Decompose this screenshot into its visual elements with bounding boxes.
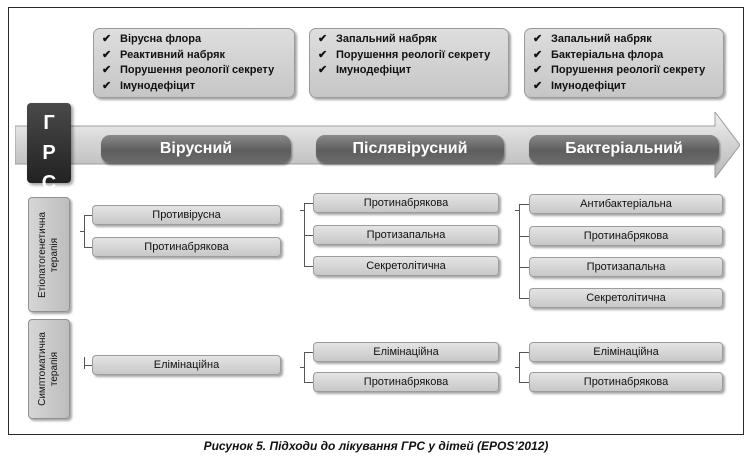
factor-item: ✔Запальний набряк	[533, 32, 723, 48]
therapy-antiedema: Протинабрякова	[529, 372, 723, 392]
check-icon: ✔	[533, 64, 543, 76]
therapy-elimination: Елімінаційна	[529, 342, 723, 362]
therapy-antiedema: Протинабрякова	[529, 226, 723, 246]
bracket	[304, 352, 313, 353]
check-icon: ✔	[102, 79, 112, 92]
therapy-antiedema: Протинабрякова	[92, 237, 281, 257]
factor-item: ✔Порушення реології секрету	[102, 63, 294, 79]
factor-item: ✔Вірусна флора	[102, 32, 294, 48]
bracket	[304, 382, 313, 383]
bacterial-factors-box: ✔Запальний набряк ✔Бактеріальна флора ✔П…	[524, 28, 724, 98]
bracket	[304, 266, 313, 267]
bracket	[519, 236, 529, 237]
bracket	[84, 365, 92, 366]
bracket	[515, 210, 519, 211]
bracket	[515, 367, 519, 368]
bracket	[80, 231, 84, 232]
bracket	[304, 352, 305, 383]
therapy-secretolytic: Секретолітична	[529, 288, 723, 308]
therapy-antiinflammatory: Протизапальна	[313, 225, 499, 245]
check-icon: ✔	[102, 48, 112, 61]
check-icon: ✔	[318, 48, 328, 61]
bracket	[519, 204, 529, 205]
bracket	[84, 357, 85, 369]
factor-item: ✔Порушення реології секрету	[533, 63, 723, 79]
bracket	[519, 204, 520, 299]
postviral-factors-box: ✔Запальний набряк ✔Порушення реології се…	[309, 28, 509, 98]
phase-postviral: Післявірусний	[316, 135, 504, 163]
phase-viral: Вірусний	[101, 135, 291, 163]
therapy-secretolytic: Секретолітична	[313, 256, 499, 276]
factor-item: ✔Бактеріальна флора	[533, 48, 723, 64]
check-icon: ✔	[318, 64, 328, 76]
bracket	[519, 267, 529, 268]
factor-item: ✔Порушення реології секрету	[318, 48, 508, 64]
check-icon: ✔	[318, 33, 328, 45]
symptomatic-therapy-label: Симптоматична терапія	[28, 319, 70, 419]
check-icon: ✔	[533, 48, 543, 61]
factor-item: ✔Запальний набряк	[318, 32, 508, 48]
bracket	[519, 382, 529, 383]
bracket	[519, 298, 529, 299]
bracket	[84, 215, 85, 248]
factor-item: ✔Реактивний набряк	[102, 48, 294, 64]
therapy-elimination: Елімінаційна	[313, 342, 499, 362]
therapy-antibacterial: Антибактеріальна	[529, 194, 723, 214]
bracket	[84, 247, 92, 248]
check-icon: ✔	[533, 33, 543, 45]
factor-item: ✔Імунодефіцит	[318, 63, 508, 79]
bracket	[519, 352, 529, 353]
factor-item: ✔Імунодефіцит	[102, 79, 294, 95]
grs-label-box: Г Р С	[27, 103, 71, 194]
check-icon: ✔	[102, 64, 112, 76]
viral-factors-box: ✔Вірусна флора ✔Реактивний набряк ✔Поруш…	[93, 28, 295, 98]
bracket	[304, 235, 313, 236]
therapy-elimination: Елімінаційна	[92, 355, 281, 375]
check-icon: ✔	[533, 79, 543, 92]
bracket	[519, 352, 520, 383]
therapy-antiviral: Противірусна	[92, 205, 281, 225]
factor-item: ✔Імунодефіцит	[533, 79, 723, 95]
bracket	[84, 215, 92, 216]
bracket	[304, 203, 313, 204]
bracket	[300, 367, 304, 368]
phase-bacterial: Бактеріальний	[529, 135, 719, 163]
therapy-antiedema: Протинабрякова	[313, 193, 499, 213]
check-icon: ✔	[102, 33, 112, 45]
diagram-frame	[8, 7, 744, 435]
therapy-antiinflammatory: Протизапальна	[529, 257, 723, 277]
therapy-antiedema: Протинабрякова	[313, 372, 499, 392]
bracket	[300, 210, 304, 211]
figure-caption: Рисунок 5. Підходи до лікування ГРС у ді…	[203, 439, 549, 453]
etiopathogenetic-therapy-label: Етіопатогенетична терапія	[28, 197, 70, 312]
